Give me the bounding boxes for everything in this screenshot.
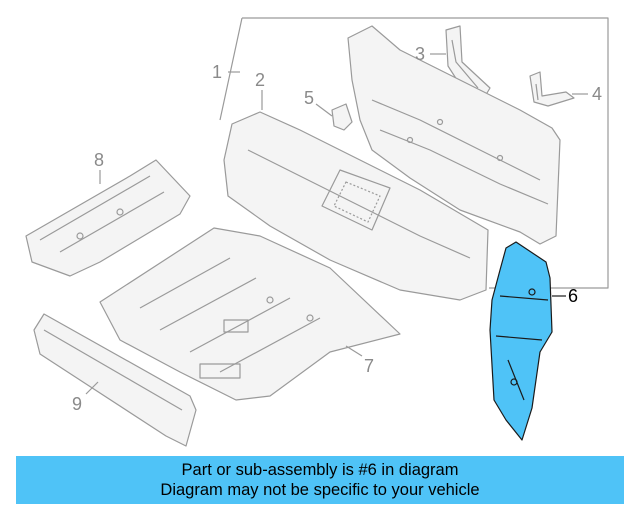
callout-5: 5 bbox=[304, 88, 314, 108]
callout-7: 7 bbox=[364, 356, 374, 376]
callout-8: 8 bbox=[94, 150, 104, 170]
part-5-bracket bbox=[331, 103, 353, 131]
part-8-side-panel bbox=[25, 159, 191, 277]
banner-line-2: Diagram may not be specific to your vehi… bbox=[160, 481, 480, 499]
callout-4: 4 bbox=[592, 84, 602, 104]
callout-1: 1 bbox=[212, 62, 222, 82]
part-9-reinforcement bbox=[33, 313, 197, 447]
part-2-cross-member bbox=[223, 111, 489, 301]
callout-6: 6 bbox=[568, 286, 578, 306]
rear-panel-upper bbox=[347, 25, 561, 245]
callout-9: 9 bbox=[72, 394, 82, 414]
banner-line-1: Part or sub-assembly is #6 in diagram bbox=[181, 461, 459, 479]
leader-lines bbox=[85, 53, 588, 395]
callout-3: 3 bbox=[415, 44, 425, 64]
info-banner: Part or sub-assembly is #6 in diagram Di… bbox=[16, 456, 624, 504]
callout-2: 2 bbox=[255, 70, 265, 90]
part-7-floor-pan bbox=[99, 227, 401, 401]
part-6-highlighted-panel bbox=[489, 241, 553, 441]
parts-diagram: 1 2 3 4 5 6 7 8 9 bbox=[25, 17, 609, 447]
part-4-bracket bbox=[529, 71, 575, 107]
